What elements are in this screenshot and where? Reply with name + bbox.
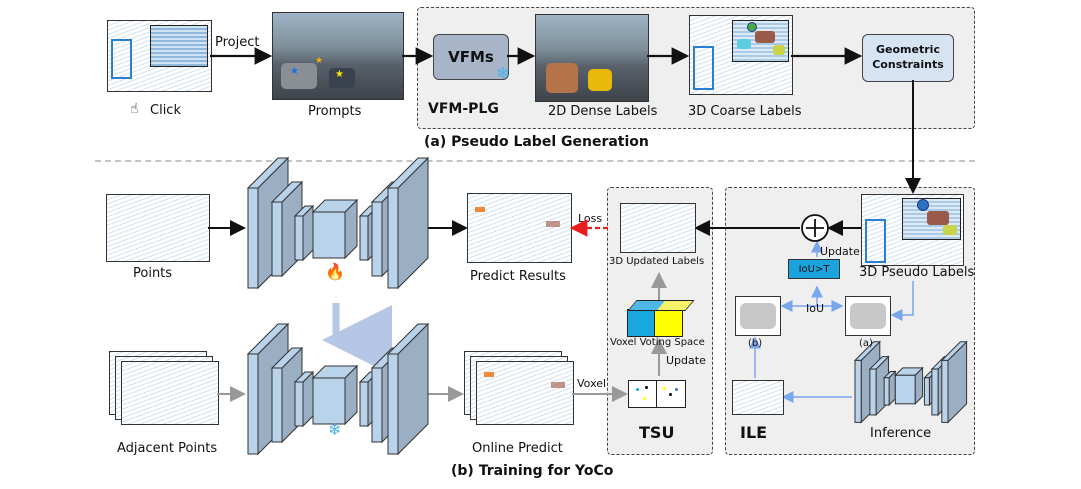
frozen-net-layer-6 [386, 322, 430, 456]
a-label: (a) [859, 338, 873, 349]
pseudo-labels-image [861, 194, 964, 266]
ile-update-label: Update [820, 245, 860, 258]
click-label: Click [150, 103, 181, 118]
online-predict-label: Online Predict [472, 441, 563, 456]
section-a-caption: (a) Pseudo Label Generation [424, 134, 649, 150]
inference-net-layer-3 [894, 366, 924, 406]
vfms-box: VFMs [433, 34, 509, 80]
coarse-labels-image [689, 15, 793, 95]
voting-space-label: Voxel Voting Space [610, 337, 705, 348]
train-net-layer-2 [293, 204, 315, 262]
dense-labels-image [535, 14, 649, 102]
iou-label: IoU [806, 302, 825, 315]
dot [643, 397, 646, 400]
online-frame-1 [476, 361, 574, 425]
adjacent-frame-1 [121, 361, 219, 425]
iou-threshold-box: IoU>T [788, 259, 840, 279]
car-b-image [735, 296, 781, 336]
prompts-image: ★ ★ ★ [272, 12, 404, 100]
hand-icon: ☝ [130, 101, 139, 117]
section-separator [95, 160, 975, 162]
adjacent-points-label: Adjacent Points [117, 441, 218, 456]
updated-labels-image [620, 203, 696, 253]
dot [669, 393, 672, 396]
ile-predict-image [732, 380, 784, 415]
arrow-pseudo-to-a [890, 281, 914, 321]
car-a-image [845, 296, 891, 336]
dense-labels-label: 2D Dense Labels [548, 104, 658, 119]
predict-results-label: Predict Results [470, 269, 566, 284]
b-label: (b) [748, 338, 763, 349]
click-pointcloud-image [107, 20, 212, 92]
geo-line2: Constraints [872, 58, 944, 71]
inference-net-layer-2 [882, 370, 897, 407]
voting-cube-yellow [654, 309, 683, 337]
train-net-layer-3 [311, 198, 359, 260]
coarse-labels-label: 3D Coarse Labels [688, 104, 802, 119]
dot [663, 387, 666, 390]
voxel-label: Voxel [577, 377, 607, 390]
section-b-caption: (b) Training for YoCo [451, 463, 614, 479]
vfm-plg-label: VFM-PLG [428, 101, 499, 117]
project-label: Project [215, 35, 260, 50]
geo-line1: Geometric [876, 43, 940, 57]
dot [645, 386, 648, 389]
predict-results-image [467, 193, 572, 263]
tsu-update-label: Update [666, 354, 706, 367]
points-label: Points [133, 266, 173, 281]
iou-threshold-label: IoU>T [798, 263, 830, 275]
voting-cube-blue [627, 309, 656, 337]
inference-label: Inference [870, 426, 932, 441]
fire-icon: 🔥 [325, 262, 345, 281]
updated-labels-label: 3D Updated Labels [609, 256, 705, 267]
pseudo-labels-label: 3D Pseudo Labels [859, 265, 975, 280]
voting-cube-top [627, 300, 695, 311]
vfms-label: VFMs [448, 48, 494, 66]
train-net-layer-6 [386, 156, 430, 290]
points-image [106, 194, 210, 262]
frozen-net-layer-3 [311, 364, 359, 426]
tsu-voxel-left [628, 380, 658, 408]
snowflake-icon: ❄ [496, 64, 511, 84]
frozen-net-layer-2 [293, 370, 315, 428]
snowflake-icon: ❄ [328, 420, 342, 439]
inference-net-layer-6 [940, 340, 968, 424]
ile-title: ILE [740, 423, 768, 442]
prompts-label: Prompts [308, 104, 362, 119]
dot [636, 388, 639, 391]
dot [675, 388, 678, 391]
tsu-title: TSU [639, 423, 675, 442]
